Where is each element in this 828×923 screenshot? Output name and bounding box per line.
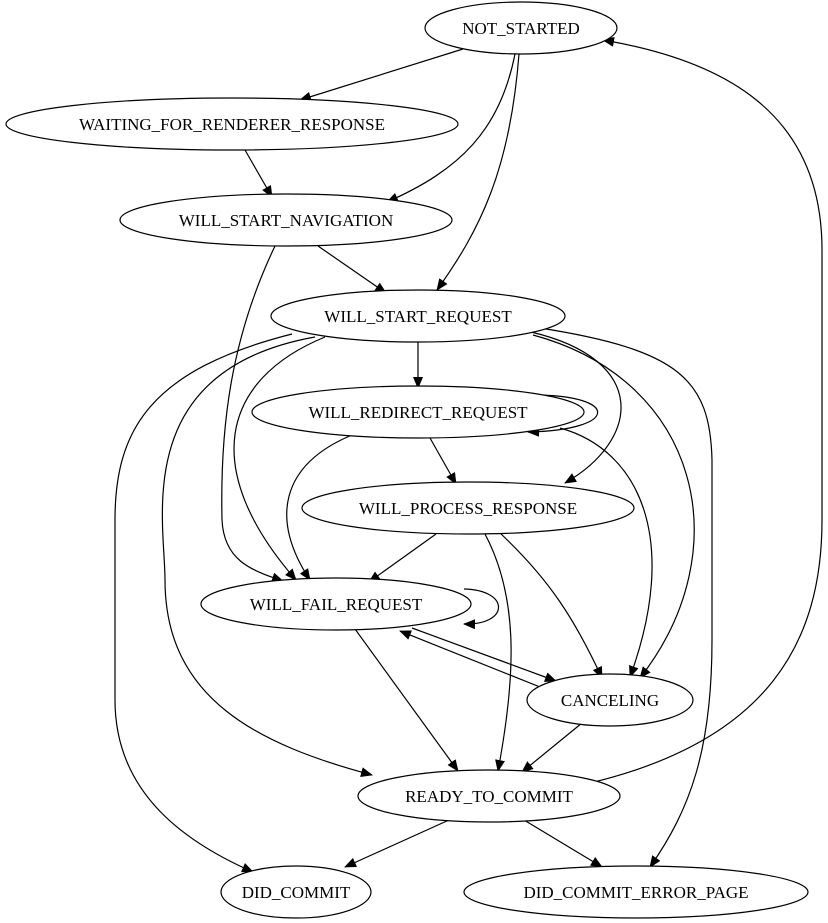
edge-will-process-response-to-will-fail-request [368, 533, 437, 583]
node-will-start-navigation: WILL_START_NAVIGATION [119, 193, 453, 247]
node-did-commit: DID_COMMIT [220, 865, 372, 919]
node-label-canceling: CANCELING [561, 691, 659, 710]
node-label-waiting-for-renderer-response: WAITING_FOR_RENDERER_RESPONSE [79, 115, 385, 134]
node-not-started: NOT_STARTED [424, 1, 618, 55]
edge-ready-to-commit-to-did-commit-error-page [523, 819, 603, 868]
edge-will-fail-request-to-ready-to-commit [354, 628, 459, 772]
edge-will-process-response-to-canceling [499, 532, 603, 679]
edge-ready-to-commit-to-not-started [589, 36, 823, 784]
edge-will-start-request-to-did-commit [114, 333, 293, 873]
node-label-will-start-navigation: WILL_START_NAVIGATION [179, 211, 394, 230]
node-label-will-fail-request: WILL_FAIL_REQUEST [250, 595, 423, 614]
edge-will-redirect-request-self-loop [527, 394, 599, 437]
node-label-not-started: NOT_STARTED [462, 19, 580, 38]
node-label-ready-to-commit: READY_TO_COMMIT [405, 787, 573, 806]
node-will-process-response: WILL_PROCESS_RESPONSE [301, 481, 635, 535]
edge-will-redirect-request-to-will-process-response [429, 437, 457, 485]
edge-waiting-to-will-start-navigation [244, 149, 273, 198]
node-will-redirect-request: WILL_REDIRECT_REQUEST [251, 385, 585, 439]
node-waiting-for-renderer-response: WAITING_FOR_RENDERER_RESPONSE [5, 97, 459, 151]
edge-will-redirect-request-to-will-fail-request [286, 434, 353, 581]
node-label-did-commit-error-page: DID_COMMIT_ERROR_PAGE [523, 883, 748, 902]
node-canceling: CANCELING [526, 673, 694, 727]
edge-not-started-to-will-start-navigation [386, 53, 516, 203]
node-will-fail-request: WILL_FAIL_REQUEST [200, 577, 472, 631]
node-label-will-process-response: WILL_PROCESS_RESPONSE [359, 499, 577, 518]
edge-will-process-response-to-ready-to-commit [484, 533, 512, 772]
edge-will-start-request-to-will-process-response [530, 331, 622, 484]
edge-not-started-to-will-start-request [436, 53, 520, 291]
edge-will-start-navigation-to-will-fail-request [221, 245, 284, 583]
edge-will-start-navigation-to-will-start-request [317, 245, 387, 294]
node-label-will-redirect-request: WILL_REDIRECT_REQUEST [308, 403, 528, 422]
edge-will-redirect-request-to-canceling [559, 427, 653, 678]
edge-will-start-request-to-did-commit-error-page [539, 327, 713, 868]
edge-canceling-to-will-fail-request [399, 630, 546, 690]
node-label-will-start-request: WILL_START_REQUEST [324, 307, 512, 326]
node-ready-to-commit: READY_TO_COMMIT [357, 769, 621, 823]
node-will-start-request: WILL_START_REQUEST [270, 289, 566, 343]
edge-will-start-request-to-ready-to-commit [161, 336, 373, 777]
edge-will-fail-request-to-canceling [411, 627, 557, 682]
edge-will-fail-request-self-loop [463, 588, 500, 630]
node-did-commit-error-page: DID_COMMIT_ERROR_PAGE [463, 865, 809, 919]
edge-will-start-request-to-canceling [532, 334, 695, 679]
edge-canceling-to-ready-to-commit [521, 722, 583, 773]
edge-not-started-to-waiting [299, 48, 464, 102]
edge-ready-to-commit-to-did-commit [344, 819, 450, 868]
edge-will-start-request-to-will-fail-request [233, 336, 326, 581]
node-label-did-commit: DID_COMMIT [242, 883, 351, 902]
